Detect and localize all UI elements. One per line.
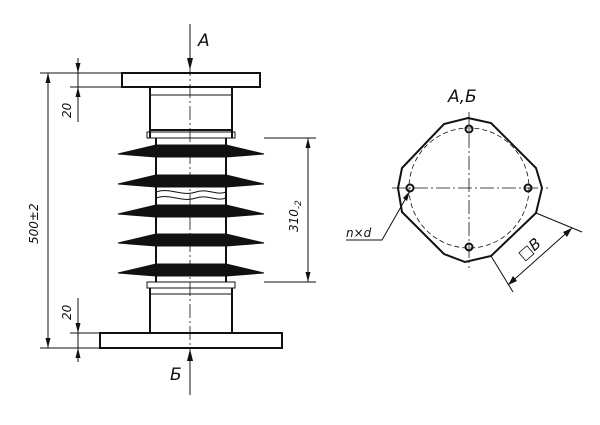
shed-5 [117, 263, 265, 277]
break-line-2 [155, 196, 227, 200]
hole-right [523, 183, 533, 193]
shed-4 [117, 233, 265, 247]
bottom-cement-ring [146, 281, 236, 289]
view-arrow-b: Б [170, 349, 193, 395]
view-label-a: А [197, 31, 210, 51]
hole-bottom [464, 242, 474, 252]
sheds [117, 144, 265, 277]
flange-plan-view: А,Б n×d □В [346, 87, 583, 293]
dim-overall-height: 500±2 [27, 72, 122, 349]
flange-outline [396, 116, 544, 264]
dim-shed-text: 310-2 [287, 200, 304, 232]
top-flange [121, 72, 261, 88]
break-line-1 [155, 190, 227, 194]
hole-top [464, 124, 474, 134]
view-arrow-a: А [187, 24, 210, 70]
shed-1 [117, 144, 265, 158]
hole-callout-leader: n×d [346, 190, 411, 241]
insulator-front-view: А Б [27, 24, 316, 395]
dim-flange-bottom-text: 20 [60, 304, 74, 320]
view-label-b: Б [170, 365, 182, 385]
dim-bottom-flange: 20 [60, 298, 150, 362]
dim-flange-top-text: 20 [60, 102, 74, 118]
square-size-text: □В [514, 234, 544, 264]
hole-callout-text: n×d [346, 226, 372, 240]
top-cement-ring [146, 131, 236, 139]
bottom-flange [99, 332, 283, 349]
section-title: А,Б [447, 87, 477, 107]
top-cap [149, 87, 233, 131]
dim-total-text: 500±2 [27, 203, 41, 244]
dim-square-size: □В [490, 212, 583, 293]
shed-3 [117, 204, 265, 218]
bottom-cap [149, 288, 233, 334]
shed-2 [117, 174, 265, 188]
dim-shed-zone: 310-2 [264, 137, 316, 283]
dim-top-flange: 20 [60, 58, 150, 122]
